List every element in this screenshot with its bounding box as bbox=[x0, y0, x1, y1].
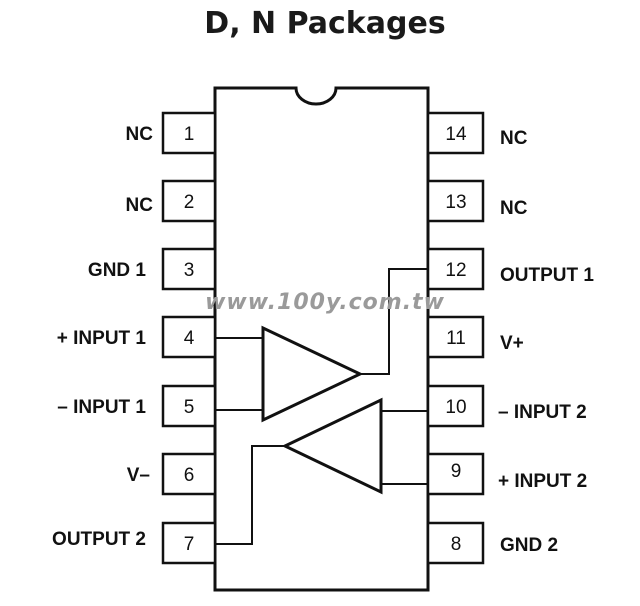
left-pin-group: 1 NC 2 NC 3 GND 1 4 + INPUT 1 5 – INPUT … bbox=[52, 111, 217, 565]
wire-amp2-to-pin7 bbox=[215, 445, 285, 545]
pin-box bbox=[161, 384, 217, 428]
pin-11: 11 V+ bbox=[426, 315, 524, 359]
pin-number: 4 bbox=[184, 328, 195, 349]
pin-box bbox=[161, 111, 217, 155]
pin-8: 8 GND 2 bbox=[426, 521, 558, 565]
pin-box bbox=[161, 247, 217, 291]
pin-2: 2 NC bbox=[126, 179, 217, 223]
pin-box bbox=[426, 111, 485, 155]
pin-5: 5 – INPUT 1 bbox=[57, 384, 217, 428]
pin-number: 12 bbox=[445, 260, 466, 281]
ic-package-body bbox=[213, 86, 430, 592]
pin-label: OUTPUT 2 bbox=[52, 529, 146, 550]
pin-box bbox=[161, 179, 217, 223]
pin-number: 9 bbox=[451, 461, 462, 482]
pin-number: 2 bbox=[184, 192, 195, 213]
pin-number: 1 bbox=[184, 124, 195, 145]
pin-13: 13 NC bbox=[426, 179, 528, 223]
pin-number: 7 bbox=[184, 534, 195, 555]
pin-label: NC bbox=[126, 124, 154, 145]
pin-label: NC bbox=[500, 128, 528, 149]
pin-7: 7 OUTPUT 2 bbox=[52, 521, 217, 565]
pin-number: 13 bbox=[445, 192, 466, 213]
pin-box bbox=[426, 384, 485, 428]
pin-box bbox=[426, 315, 485, 359]
pin-3: 3 GND 1 bbox=[88, 247, 217, 291]
pin-10: 10 – INPUT 2 bbox=[426, 384, 587, 428]
op-amp-2-triangle bbox=[281, 397, 383, 495]
pin-14: 14 NC bbox=[426, 111, 528, 155]
pin-1: 1 NC bbox=[126, 111, 217, 155]
wire-amp1-to-pin12 bbox=[360, 268, 428, 375]
internal-wiring bbox=[215, 268, 428, 545]
pin-box bbox=[161, 452, 217, 496]
pin-label: NC bbox=[500, 198, 528, 219]
pin-box bbox=[426, 452, 485, 496]
pin-number: 5 bbox=[184, 397, 195, 418]
pin-9: 9 + INPUT 2 bbox=[426, 452, 587, 496]
watermark-text: www.100y.com.tw bbox=[205, 290, 445, 315]
pin-12: 12 OUTPUT 1 bbox=[426, 247, 594, 291]
pin-box bbox=[426, 521, 485, 565]
pin-label: – INPUT 2 bbox=[498, 402, 587, 423]
pin-label: NC bbox=[126, 195, 154, 216]
pin-number: 11 bbox=[446, 328, 466, 349]
diagram-title: D, N Packages bbox=[204, 6, 445, 41]
pin-label: + INPUT 2 bbox=[498, 471, 587, 492]
pin-label: GND 1 bbox=[88, 260, 147, 281]
pin-label: V+ bbox=[500, 333, 524, 354]
pin-number: 3 bbox=[184, 260, 195, 281]
pin-number: 6 bbox=[184, 465, 195, 486]
pin-label: OUTPUT 1 bbox=[500, 265, 594, 286]
pin-label: + INPUT 1 bbox=[57, 328, 147, 349]
op-amp-1-triangle bbox=[261, 325, 364, 423]
pin-label: V– bbox=[127, 465, 150, 486]
pin-label: GND 2 bbox=[500, 535, 558, 556]
pin-box bbox=[426, 179, 485, 223]
pin-6: 6 V– bbox=[127, 452, 217, 496]
right-pin-group: 14 NC 13 NC 12 OUTPUT 1 11 V+ 10 – INPUT… bbox=[426, 111, 594, 565]
pin-label: – INPUT 1 bbox=[57, 397, 146, 418]
pin-number: 10 bbox=[445, 397, 466, 418]
pin-4: 4 + INPUT 1 bbox=[57, 315, 217, 359]
pin-number: 14 bbox=[445, 124, 467, 145]
pin-number: 8 bbox=[451, 534, 462, 555]
